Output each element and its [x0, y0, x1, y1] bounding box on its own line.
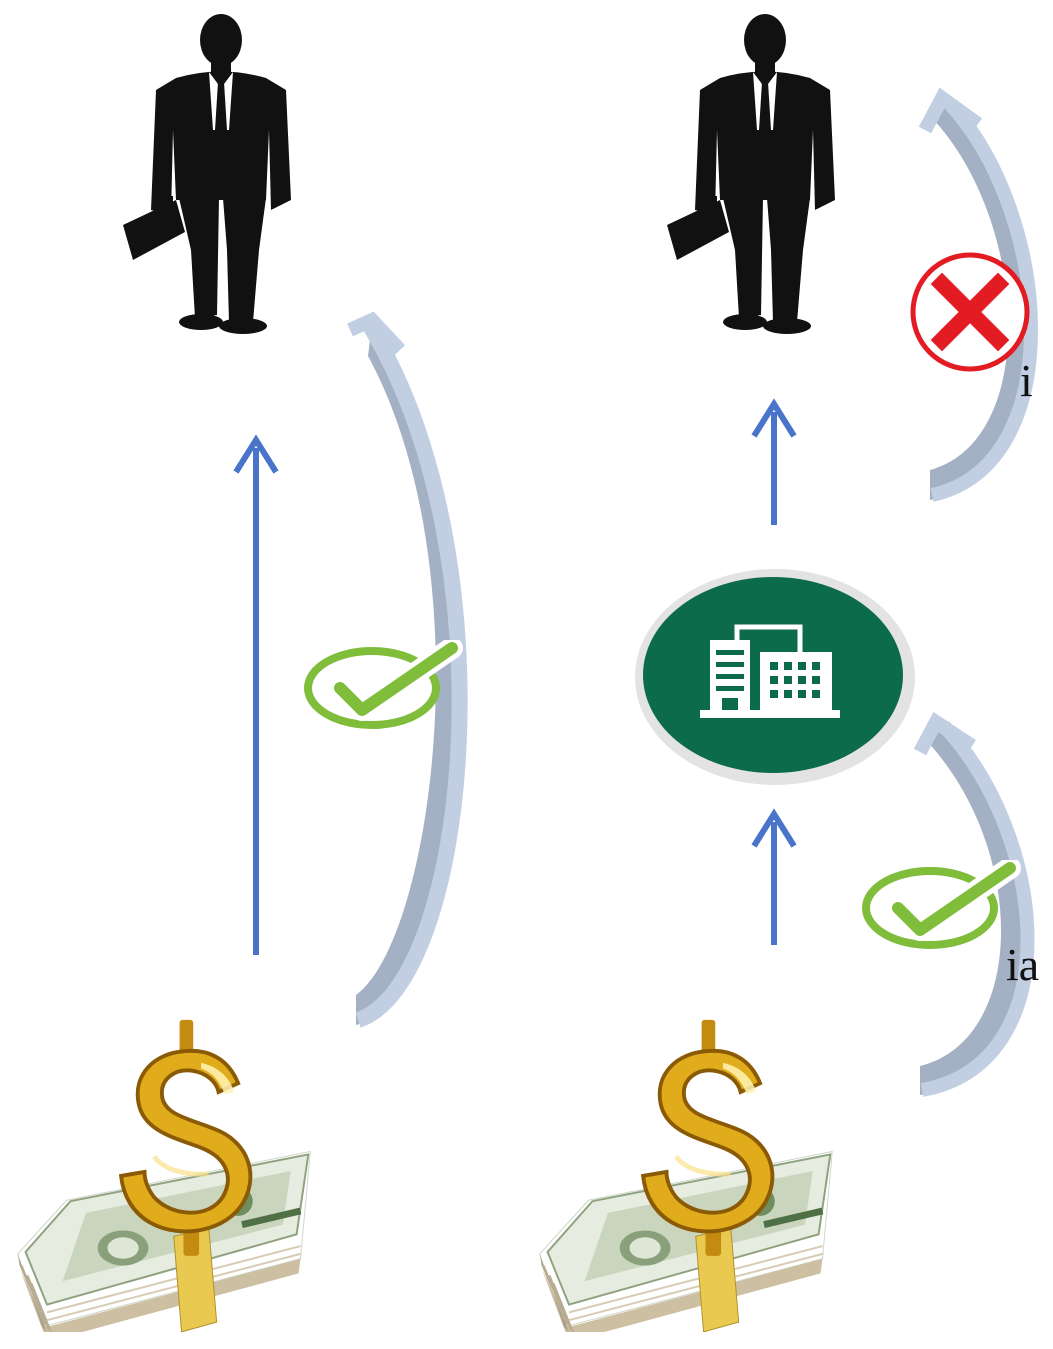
cross-icon [910, 252, 1030, 372]
checkmark-icon [866, 868, 1010, 945]
curved-arrow-icon [918, 87, 1038, 502]
checkmark-icon [308, 648, 452, 725]
cut-off-text-bottom: ia [1006, 939, 1040, 990]
cut-off-text-top: i [1020, 355, 1033, 406]
building-icon [635, 569, 915, 785]
right-panel [540, 14, 1038, 1342]
businessman-icon [667, 14, 835, 334]
businessman-icon [123, 14, 291, 334]
curved-arrow-icon [347, 311, 468, 1028]
money-stack-icon [540, 1020, 833, 1342]
arrow-up-icon [751, 808, 797, 945]
money-stack-icon [18, 1020, 311, 1342]
arrow-up-icon [751, 398, 797, 525]
curved-arrow-icon [913, 711, 1035, 1097]
arrow-up-icon [233, 434, 279, 955]
left-panel [18, 14, 468, 1342]
